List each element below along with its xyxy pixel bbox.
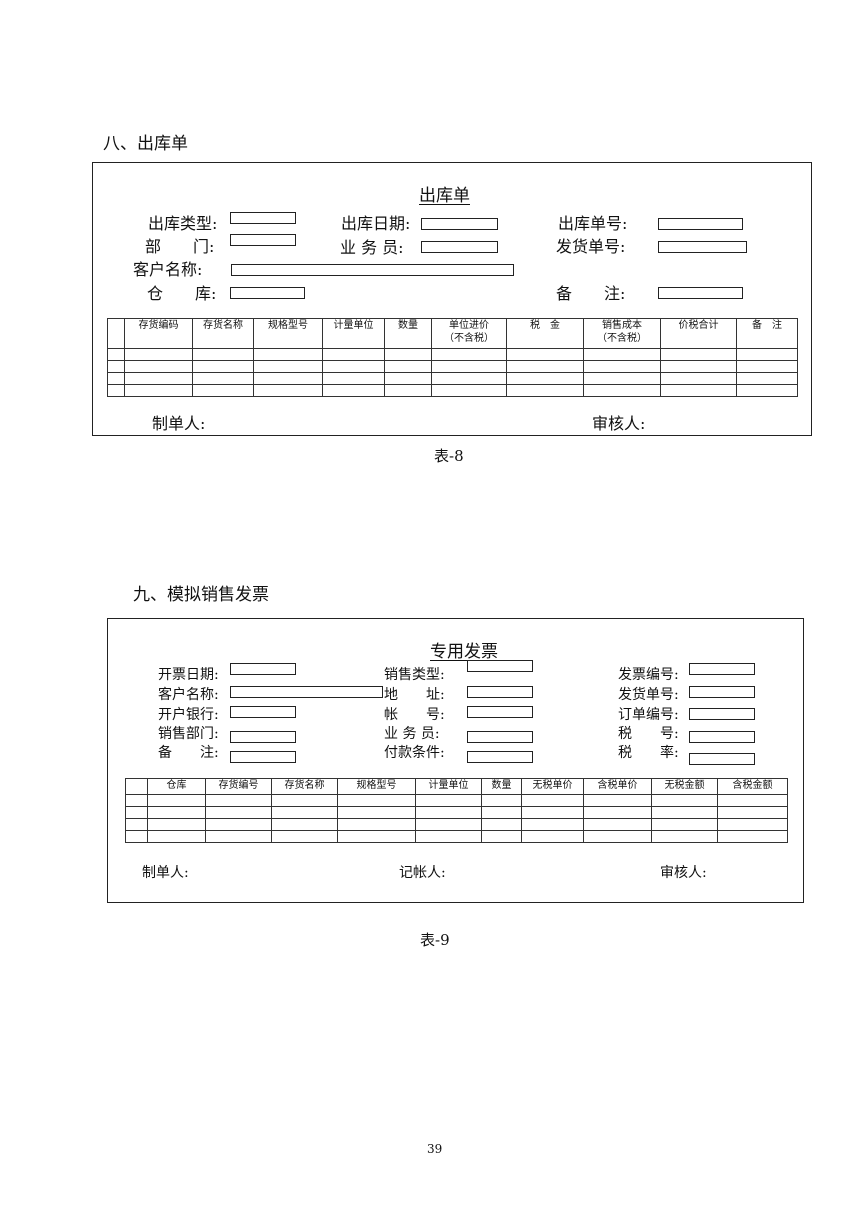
column-header-quantity: 数量 [384, 318, 432, 349]
column-header-amount-ex-tax: 无税金额 [651, 778, 718, 795]
label-tax-rate: 税 率: [618, 745, 679, 761]
column-header-unit: 计量单位 [415, 778, 482, 795]
label-tax-number: 税 号: [618, 726, 679, 742]
tax-number-field[interactable] [689, 731, 755, 743]
invoice-items-table: 仓库 存货编号 存货名称 规格型号 计量单位 数量 无税单价 含税单价 无税金额… [125, 778, 788, 843]
invoice-date-field[interactable] [230, 663, 296, 675]
table-row [125, 830, 788, 843]
label-inv-customer-name: 客户名称: [158, 687, 219, 703]
column-header-item-name: 存货名称 [192, 318, 254, 349]
table-header-row: 仓库 存货编号 存货名称 规格型号 计量单位 数量 无税单价 含税单价 无税金额… [125, 778, 788, 795]
page-number: 39 [427, 1142, 443, 1156]
footer-maker: 制单人: [152, 414, 206, 433]
table-row [107, 360, 798, 373]
table-row [125, 818, 788, 831]
label-sales-department: 销售部门: [158, 726, 219, 742]
salesperson-field[interactable] [421, 241, 498, 253]
label-salesperson: 业 务 员: [340, 238, 404, 257]
table-row [125, 806, 788, 819]
column-header-item-number: 存货编号 [205, 778, 272, 795]
sales-department-field[interactable] [230, 731, 296, 743]
inv-salesperson-field[interactable] [467, 731, 533, 743]
label-customer-name: 客户名称: [133, 260, 203, 279]
label-payment-terms: 付款条件: [384, 745, 445, 761]
sales-type-field[interactable] [467, 660, 533, 672]
invoice-form-title: 专用发票 [430, 642, 498, 662]
outbound-form-frame [92, 162, 812, 436]
label-sales-type: 销售类型: [384, 667, 445, 683]
column-header-unit-cost: 单位进价 （不含税） [431, 318, 507, 349]
department-field[interactable] [230, 234, 296, 246]
footer-bookkeeper: 记帐人: [399, 865, 446, 881]
column-header-spec: 规格型号 [253, 318, 323, 349]
invoice-form-frame [107, 618, 804, 903]
remarks-field[interactable] [658, 287, 743, 299]
label-address: 地 址: [384, 687, 445, 703]
label-outbound-date: 出库日期: [341, 214, 411, 233]
footer-reviewer: 审核人: [592, 414, 646, 433]
footer-inv-reviewer: 审核人: [660, 865, 707, 881]
inv-remarks-field[interactable] [230, 751, 296, 763]
table-8-caption: 表-8 [434, 447, 464, 465]
column-header-unit: 计量单位 [322, 318, 385, 349]
outbound-date-field[interactable] [421, 218, 498, 230]
invoice-number-field[interactable] [689, 663, 755, 675]
label-outbound-number: 出库单号: [558, 214, 628, 233]
shipping-number-field[interactable] [658, 241, 747, 253]
table-row [107, 348, 798, 361]
column-header-unit-price-inc-tax: 含税单价 [583, 778, 652, 795]
column-header [125, 778, 148, 795]
warehouse-field[interactable] [230, 287, 305, 299]
column-header [107, 318, 125, 349]
label-invoice-date: 开票日期: [158, 667, 219, 683]
outbound-form-title: 出库单 [419, 186, 470, 206]
bank-field[interactable] [230, 706, 296, 718]
tax-rate-field[interactable] [689, 753, 755, 765]
column-header-quantity: 数量 [481, 778, 522, 795]
label-shipping-number: 发货单号: [556, 237, 626, 256]
order-number-field[interactable] [689, 708, 755, 720]
payment-terms-field[interactable] [467, 751, 533, 763]
column-header-amount-inc-tax: 含税金额 [717, 778, 788, 795]
label-bank: 开户银行: [158, 707, 219, 723]
table-row [125, 794, 788, 807]
outbound-number-field[interactable] [658, 218, 743, 230]
label-order-number: 订单编号: [618, 707, 679, 723]
label-inv-remarks: 备 注: [158, 745, 219, 761]
column-header-remarks: 备 注 [736, 318, 798, 349]
label-inv-shipping-number: 发货单号: [618, 687, 679, 703]
column-header-total: 价税合计 [660, 318, 737, 349]
section-9-heading: 九、模拟销售发票 [133, 585, 269, 605]
column-header-spec: 规格型号 [337, 778, 416, 795]
outbound-type-field[interactable] [230, 212, 296, 224]
label-account-number: 帐 号: [384, 707, 445, 723]
inv-shipping-number-field[interactable] [689, 686, 755, 698]
label-invoice-number: 发票编号: [618, 667, 679, 683]
column-header-item-code: 存货编码 [124, 318, 193, 349]
label-outbound-type: 出库类型: [148, 214, 218, 233]
label-department: 部 门: [145, 237, 215, 256]
customer-name-field[interactable] [231, 264, 514, 276]
inv-customer-name-field[interactable] [230, 686, 383, 698]
column-header-tax: 税 金 [506, 318, 584, 349]
table-header-row: 存货编码 存货名称 规格型号 计量单位 数量 单位进价 （不含税） 税 金 销售… [107, 318, 798, 349]
address-field[interactable] [467, 686, 533, 698]
section-8-heading: 八、出库单 [103, 134, 188, 154]
label-inv-salesperson: 业 务 员: [384, 726, 440, 742]
outbound-items-table: 存货编码 存货名称 规格型号 计量单位 数量 单位进价 （不含税） 税 金 销售… [107, 318, 798, 397]
table-9-caption: 表-9 [420, 931, 450, 949]
table-row [107, 372, 798, 385]
table-row [107, 384, 798, 397]
column-header-sales-cost: 销售成本 （不含税） [583, 318, 661, 349]
account-number-field[interactable] [467, 706, 533, 718]
column-header-unit-price-ex-tax: 无税单价 [521, 778, 584, 795]
footer-inv-maker: 制单人: [142, 865, 189, 881]
column-header-item-name: 存货名称 [271, 778, 338, 795]
label-warehouse: 仓 库: [147, 284, 217, 303]
column-header-warehouse: 仓库 [147, 778, 206, 795]
label-remarks: 备 注: [556, 284, 626, 303]
